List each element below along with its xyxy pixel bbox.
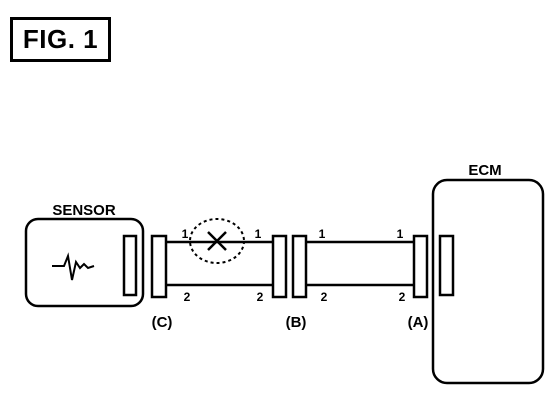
pin-b-right-top: 1: [319, 227, 326, 241]
pin-b-left-bottom: 2: [257, 290, 264, 304]
ecm-connector: [438, 234, 455, 297]
connector-c-label: (C): [152, 314, 173, 331]
sensor-box: [24, 217, 145, 308]
connector-a: [412, 234, 429, 299]
figure-label: FIG. 1: [10, 17, 111, 62]
pin-a-bottom: 2: [399, 290, 406, 304]
break-x-icon-stroke: [207, 231, 227, 251]
waveform-icon: [52, 252, 95, 281]
connector-b-right: [291, 234, 308, 299]
pin-b-right-bottom: 2: [321, 290, 328, 304]
ecm-label: ECM: [468, 162, 501, 179]
fault-circle: [189, 218, 245, 264]
connector-c: [150, 234, 168, 299]
sensor-connector: [122, 234, 138, 297]
connector-b-label: (B): [286, 314, 307, 331]
ecm-box: [431, 178, 545, 385]
connector-a-label: (A): [408, 314, 429, 331]
connector-b-left: [271, 234, 288, 299]
pin-c-top: 1: [182, 227, 189, 241]
pin-b-left-top: 1: [255, 227, 262, 241]
pin-c-bottom: 2: [184, 290, 191, 304]
sensor-label: SENSOR: [52, 202, 116, 219]
pin-a-top: 1: [397, 227, 404, 241]
